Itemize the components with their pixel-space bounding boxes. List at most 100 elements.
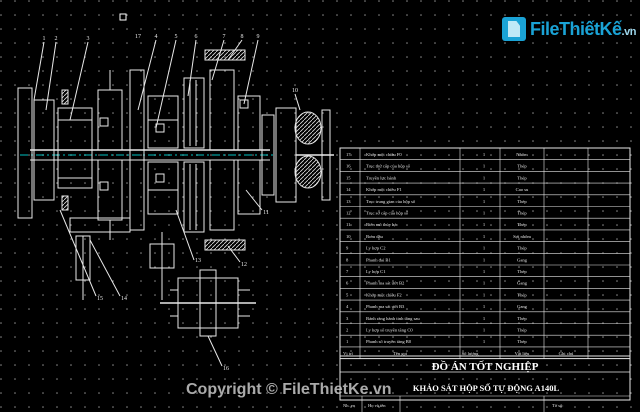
part-name: Biến mô thủy lực xyxy=(366,222,398,227)
table-header-qty: Số lượng xyxy=(462,351,479,356)
part-material: Thép xyxy=(517,246,527,251)
part-name: Khớp một chiều F1 xyxy=(366,187,402,192)
callout-16: 16 xyxy=(223,366,229,372)
part-qty: 1 xyxy=(483,152,486,157)
part-name: Phanh số truyền tăng B0 xyxy=(366,339,412,344)
gearbox-schematic xyxy=(17,39,334,367)
part-qty: 1 xyxy=(483,292,486,297)
copyright-watermark: Copyright © FileThietKe.vn xyxy=(186,381,392,398)
part-qty: 1 xyxy=(483,269,486,274)
part-material: Thép xyxy=(517,328,527,333)
part-number: 2 xyxy=(346,328,349,333)
part-number: 5 xyxy=(346,292,349,297)
callout-6: 6 xyxy=(195,34,198,40)
title-block: ĐỒ ÁN TỐT NGHIỆP KHẢO SÁT HỘP SỐ TỰ ĐỘNG… xyxy=(339,355,631,412)
part-qty: 1 xyxy=(483,234,486,239)
part-qty: 1 xyxy=(483,257,486,262)
part-material: Sợi nhôm xyxy=(513,234,531,239)
callout-12: 12 xyxy=(241,262,247,268)
part-qty: 1 xyxy=(483,246,486,251)
callout-7: 7 xyxy=(223,34,226,40)
part-number: 14 xyxy=(346,187,351,192)
part-number: 6 xyxy=(346,281,349,286)
part-number: 16 xyxy=(346,164,351,169)
callout-13: 13 xyxy=(195,258,201,264)
part-material: Thép xyxy=(517,269,527,274)
part-material: Thép xyxy=(517,316,527,321)
logo-word: FileThiếtKế xyxy=(530,18,622,39)
table-header-material: Vật liệu xyxy=(515,351,530,356)
part-number: 12 xyxy=(346,211,351,216)
part-name: Bánh răng hành tinh tầng sau xyxy=(366,316,420,321)
part-qty: 1 xyxy=(483,211,486,216)
drawing-title: ĐỒ ÁN TỐT NGHIỆP xyxy=(432,360,539,373)
part-name: Trục sơ cấp của hộp số xyxy=(366,211,409,216)
callout-17: 17 xyxy=(135,34,141,40)
logo-tld: .vn xyxy=(621,25,637,38)
callout-9: 9 xyxy=(257,34,260,40)
origin-marker xyxy=(119,13,127,21)
part-number: 15 xyxy=(346,175,351,180)
filethietke-logo: FileThiếtKế.vn xyxy=(502,14,636,44)
part-material: Thép xyxy=(517,339,527,344)
part-name: Phanh đai B1 xyxy=(366,257,391,262)
callout-4: 4 xyxy=(155,34,158,40)
part-name: Bơm dầu xyxy=(366,234,384,239)
callout-3: 3 xyxy=(87,36,90,42)
part-material: Thép xyxy=(517,199,527,204)
part-name: Trục trung gian của hộp số xyxy=(366,199,416,204)
part-qty: 1 xyxy=(483,222,486,227)
callout-8: 8 xyxy=(241,34,244,40)
part-material: Thép xyxy=(517,164,527,169)
part-name: Khớp một chiều F2 xyxy=(366,292,402,297)
part-number: 4 xyxy=(346,304,349,309)
part-material: Nhôm xyxy=(516,152,528,157)
callout-5: 5 xyxy=(175,34,178,40)
part-number: 3 xyxy=(346,316,349,321)
part-material: Thép xyxy=(517,292,527,297)
part-number: 1 xyxy=(346,339,349,344)
logo-wordmark: FileThiếtKế.vn xyxy=(530,19,636,40)
part-qty: 1 xyxy=(483,164,486,169)
part-material: Gang xyxy=(517,257,528,262)
part-qty: 1 xyxy=(483,175,486,180)
table-header-note: Ghi chú xyxy=(559,351,574,356)
part-name: Khớp một chiều F0 xyxy=(366,152,402,157)
part-qty: 1 xyxy=(483,281,486,286)
part-material: Thép xyxy=(517,175,527,180)
callout-1: 1 xyxy=(43,36,46,42)
part-name: Phanh ma sát ướt B3 xyxy=(366,304,405,309)
callout-2: 2 xyxy=(55,36,58,42)
part-qty: 1 xyxy=(483,328,486,333)
table-header-no: Vị trí xyxy=(343,351,354,356)
part-name: Ly hợp C1 xyxy=(366,269,386,274)
callout-10: 10 xyxy=(292,88,298,94)
part-number: 9 xyxy=(346,246,349,251)
part-number: 10 xyxy=(346,234,351,239)
part-name: Truyền lực hành xyxy=(366,175,397,180)
part-number: 17 xyxy=(346,152,351,157)
callout-15: 15 xyxy=(97,296,103,302)
part-number: 11 xyxy=(346,222,351,227)
callout-14: 14 xyxy=(121,296,127,302)
footer-role-label: Nh. vụ xyxy=(343,403,356,408)
part-number: 8 xyxy=(346,257,349,262)
part-material: Thép xyxy=(517,222,527,227)
part-name: Ly hợp số truyền tăng C0 xyxy=(366,328,413,333)
part-qty: 1 xyxy=(483,199,486,204)
part-name: Ly hợp C2 xyxy=(366,246,386,251)
part-qty: 1 xyxy=(483,316,486,321)
part-name: Trục thứ cấp của hộp số xyxy=(366,164,411,169)
footer-name-label: Họ và tên xyxy=(368,403,386,408)
part-number: 13 xyxy=(346,199,351,204)
table-header-name: Tên gọi xyxy=(393,351,408,356)
callout-11: 11 xyxy=(263,210,269,216)
drawing-subtitle: KHẢO SÁT HỘP SỐ TỰ ĐỘNG A140L xyxy=(413,383,560,393)
part-qty: 1 xyxy=(483,304,486,309)
part-number: 7 xyxy=(346,269,349,274)
part-material: Thép xyxy=(517,211,527,216)
